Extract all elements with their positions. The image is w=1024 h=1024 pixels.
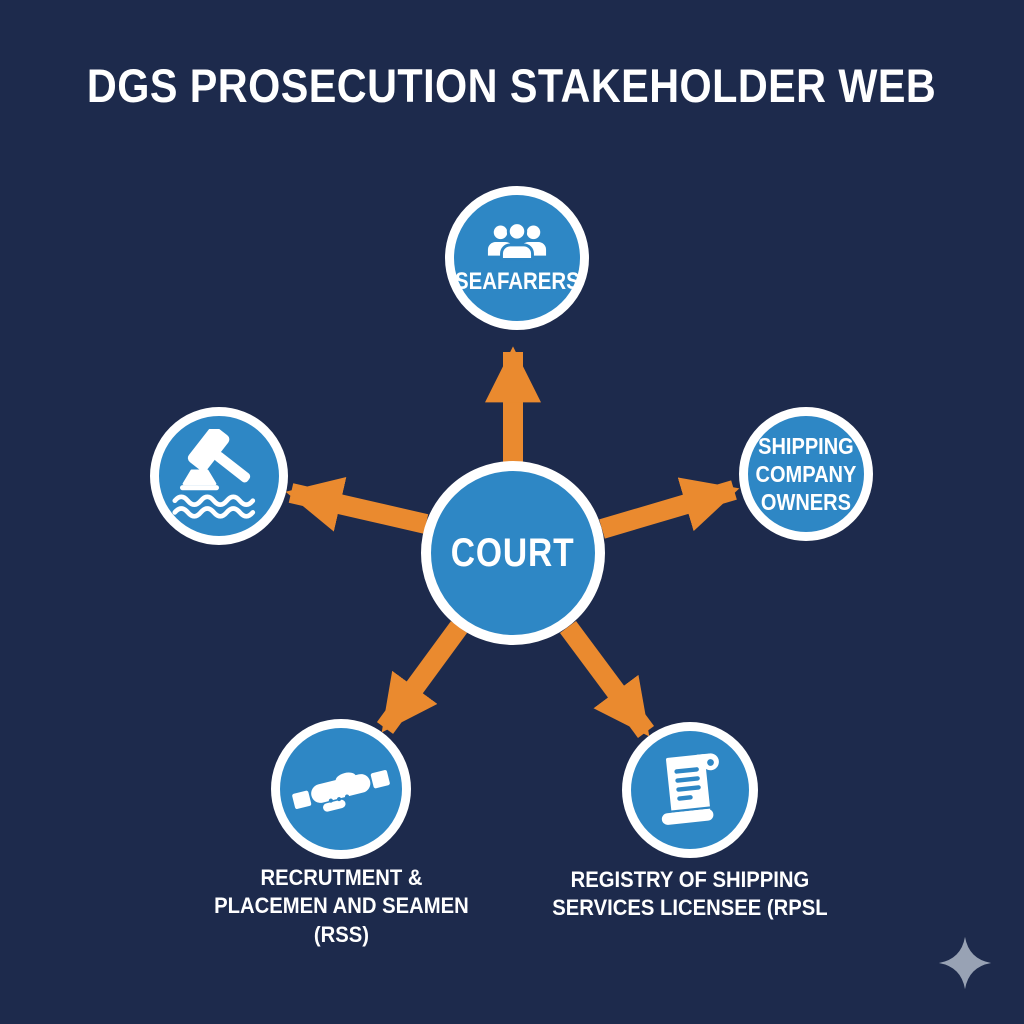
arrow-court-to-shipping-owners (599, 477, 740, 539)
arrow-court-to-gavel (285, 476, 429, 534)
node-seafarers: SEAFARERS (445, 186, 589, 330)
node-registry-shipping (622, 722, 758, 858)
arrow-court-to-recruitment (376, 621, 468, 734)
page-title: DGS PROSECUTION STAKEHOLDER WEB (0, 58, 1024, 113)
recruitment-placement-label: RECRUTMENT & PLACEMEN AND SEAMEN (RSS) (213, 865, 469, 947)
handshake-icon (292, 769, 390, 812)
node-recruitment-placement (271, 719, 411, 859)
node-shipping-company-owners: SHIPPING COMPANY OWNERS (739, 407, 873, 541)
seafarers-label: SEAFARERS (454, 268, 580, 295)
people-group-icon (487, 221, 547, 261)
gavel-water-icon (172, 429, 256, 519)
node-court: COURT (421, 461, 605, 645)
node-maritime-court (150, 407, 288, 545)
arrow-court-to-registry (559, 621, 655, 738)
shipping-company-owners-label: SHIPPING COMPANY OWNERS (755, 432, 857, 516)
page-title-text: DGS PROSECUTION STAKEHOLDER WEB (87, 59, 937, 112)
registry-shipping-label: REGISTRY OF SHIPPING SERVICES LICENSEE (… (552, 867, 828, 921)
four-point-sparkle-icon (938, 936, 992, 990)
court-label: COURT (451, 530, 575, 575)
scroll-icon (661, 753, 719, 825)
